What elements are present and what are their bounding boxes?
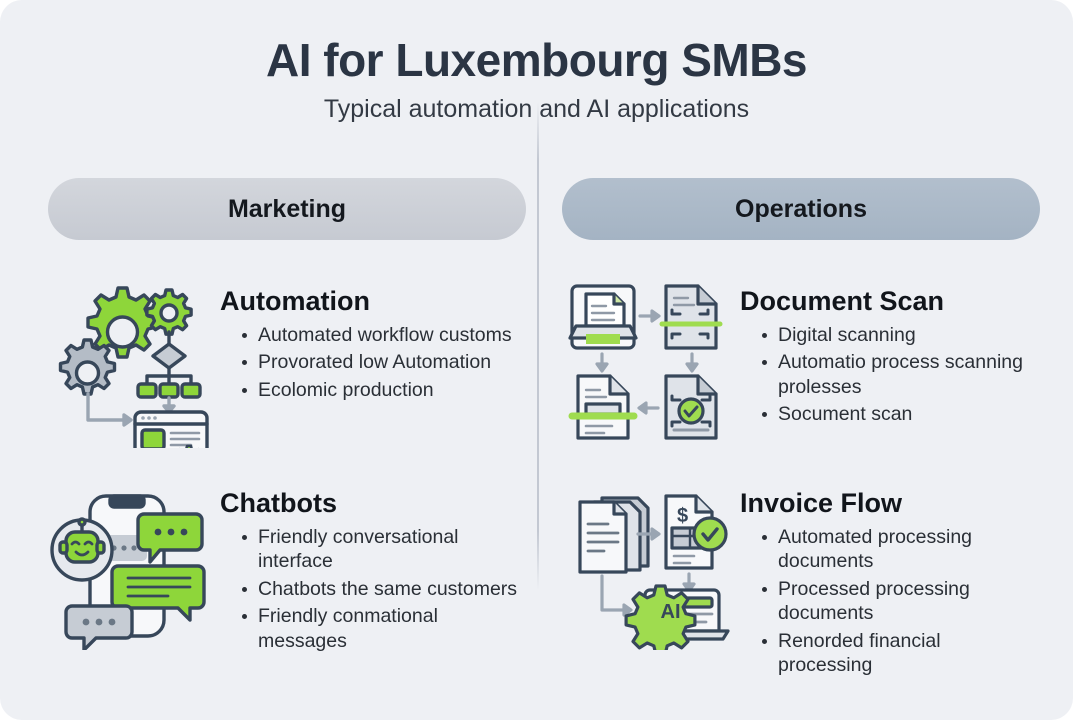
block-automation: Automation Automated workflow customs Pr… — [48, 276, 526, 448]
column-header-operations[interactable]: Operations — [562, 178, 1040, 240]
column-marketing: Marketing — [48, 178, 526, 718]
block-document-scan: Document Scan Digital scanning Automatio… — [562, 276, 1040, 448]
list-item: Automated processing documents — [762, 525, 1040, 574]
document-scan-cycle-icon — [562, 276, 734, 448]
list-item: Digital scanning — [762, 323, 1040, 347]
column-divider — [537, 102, 539, 590]
list-item: Processed processing documents — [762, 577, 1040, 626]
block-invoice-flow: $ — [562, 478, 1040, 680]
column-header-operations-label: Operations — [735, 194, 867, 223]
columns-container: Marketing — [0, 178, 1073, 718]
list-item: Provorated low Automation — [242, 350, 526, 374]
header: AI for Luxembourg SMBs Typical automatio… — [0, 34, 1073, 123]
block-chatbots-text: Chatbots Friendly conversational interfa… — [220, 478, 526, 656]
gears-workflow-icon — [48, 276, 220, 448]
svg-text:$: $ — [677, 505, 688, 527]
column-operations: Operations — [562, 178, 1040, 718]
list-item: Automatio process scanning prolesses — [762, 350, 1040, 399]
block-invoice-flow-heading: Invoice Flow — [740, 488, 903, 518]
column-header-marketing[interactable]: Marketing — [48, 178, 526, 240]
list-item: Renorded financial processing — [762, 629, 1040, 678]
list-item: Automated workflow customs — [242, 323, 526, 347]
page-title: AI for Luxembourg SMBs — [265, 34, 808, 86]
block-automation-bullets: Automated workflow customs Provorated lo… — [220, 323, 526, 402]
block-document-scan-text: Document Scan Digital scanning Automatio… — [734, 276, 1040, 430]
block-automation-text: Automation Automated workflow customs Pr… — [220, 276, 526, 405]
block-invoice-flow-bullets: Automated processing documents Processed… — [740, 525, 1040, 677]
list-item: Socument scan — [762, 402, 1040, 426]
block-invoice-flow-text: Invoice Flow Automated processing docume… — [734, 478, 1040, 680]
invoice-flow-icon: $ — [562, 478, 734, 650]
block-document-scan-heading: Document Scan — [740, 286, 945, 316]
chatbot-phone-icon — [48, 478, 220, 650]
block-automation-heading: Automation — [220, 286, 370, 316]
svg-text:AI: AI — [661, 601, 681, 623]
list-item: Ecolomic production — [242, 378, 526, 402]
list-item: Friendly conmational messages — [242, 604, 526, 653]
block-document-scan-bullets: Digital scanning Automatio process scann… — [740, 323, 1040, 427]
block-chatbots-heading: Chatbots — [220, 488, 337, 518]
list-item: Friendly conversational interface — [242, 525, 526, 574]
page-subtitle: Typical automation and AI applications — [323, 94, 750, 123]
block-chatbots-bullets: Friendly conversational interface Chatbo… — [220, 525, 526, 653]
list-item: Chatbots the same customers — [242, 577, 526, 601]
column-header-marketing-label: Marketing — [227, 194, 347, 223]
block-chatbots: Chatbots Friendly conversational interfa… — [48, 478, 526, 656]
